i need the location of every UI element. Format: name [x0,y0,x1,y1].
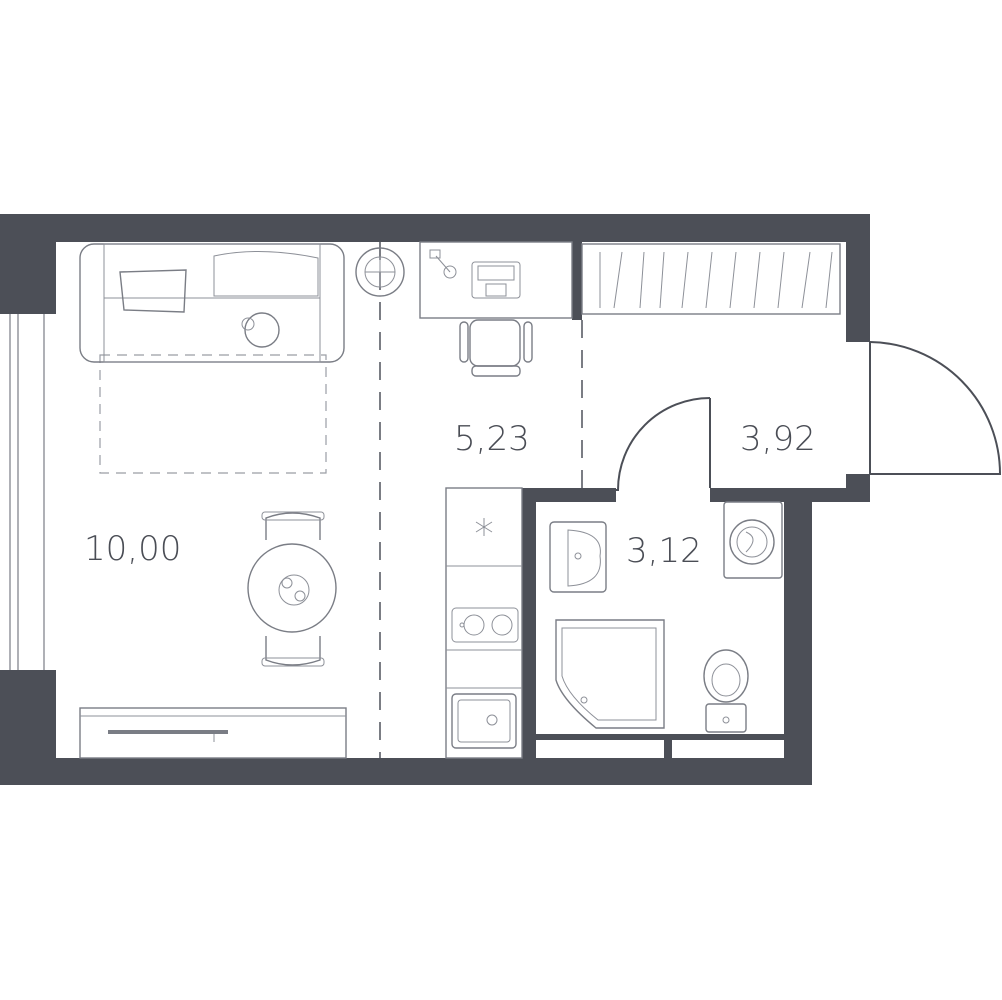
bathroom-sink [549,521,607,593]
walls [0,214,870,785]
entrance-door [869,341,1002,475]
dining-table [247,511,337,667]
floor-lamp [355,247,405,297]
tv-stand [79,707,347,759]
room-area-hallway: 3,92 [740,419,816,459]
kitchen-units [445,487,523,759]
wardrobe [581,243,841,315]
toilet [703,649,749,733]
window [0,314,56,670]
sofa [79,243,345,363]
room-area-bathroom: 3,12 [626,531,702,571]
desk [419,241,573,319]
rug-outline [99,354,327,474]
washing-machine [723,501,783,579]
bathroom-door [616,397,711,491]
desk-chair [459,319,533,377]
snowflake-icon [475,518,493,536]
shower-tray [555,619,665,729]
room-area-living: 10,00 [84,529,181,569]
room-area-kitchen: 5,23 [454,419,530,459]
